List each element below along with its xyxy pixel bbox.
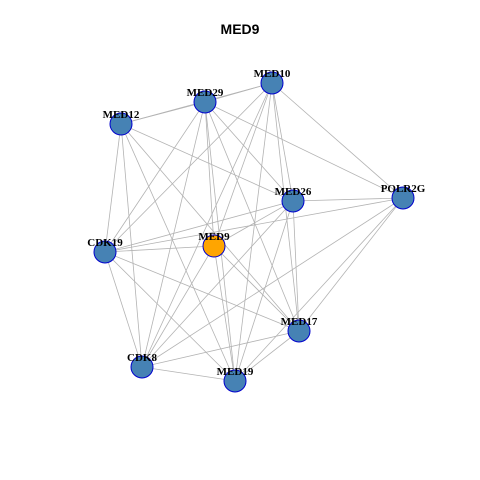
node-label-polr2g: POLR2G xyxy=(381,183,426,195)
edge-med9-med26 xyxy=(213,200,294,247)
node-label-med12: MED12 xyxy=(103,109,140,121)
node-label-med29: MED29 xyxy=(187,87,224,99)
node-med26[interactable] xyxy=(281,189,305,213)
node-med9[interactable] xyxy=(202,234,226,258)
node-med29[interactable] xyxy=(193,90,217,114)
edge-med10-polr2g xyxy=(271,82,404,199)
edge-med9-cdk8 xyxy=(141,245,215,368)
edge-cdk19-cdk8 xyxy=(104,251,143,368)
node-polr2g[interactable] xyxy=(391,186,415,210)
node-label-med9: MED9 xyxy=(198,231,230,243)
edge-med26-polr2g xyxy=(292,197,404,202)
edge-med9-med17 xyxy=(213,245,300,332)
edge-polr2g-cdk8 xyxy=(141,197,404,368)
edge-med12-cdk8 xyxy=(120,123,143,368)
edge-med26-cdk8 xyxy=(141,200,294,368)
edge-med10-med19 xyxy=(234,82,273,382)
node-label-med19: MED19 xyxy=(217,366,254,378)
node-med19[interactable] xyxy=(223,369,247,393)
node-label-med26: MED26 xyxy=(275,186,312,198)
edge-med12-med17 xyxy=(120,123,300,332)
edge-polr2g-med17 xyxy=(298,197,404,332)
edge-cdk19-med17 xyxy=(104,251,300,332)
edge-med29-cdk8 xyxy=(141,101,206,368)
edge-polr2g-med19 xyxy=(234,197,404,382)
edge-med10-cdk8 xyxy=(141,82,273,368)
edge-med29-cdk19 xyxy=(104,101,206,253)
edge-med10-med9 xyxy=(213,82,273,247)
graph-title: MED9 xyxy=(220,21,260,37)
edge-med29-med12 xyxy=(120,101,206,125)
edge-med12-cdk19 xyxy=(104,123,122,253)
node-cdk8[interactable] xyxy=(130,355,154,379)
node-label-cdk8: CDK8 xyxy=(127,352,157,364)
node-med10[interactable] xyxy=(260,71,284,95)
edge-med29-med9 xyxy=(204,101,215,247)
edge-med12-med26 xyxy=(120,123,294,202)
node-layer xyxy=(93,71,415,393)
edge-med26-med17 xyxy=(292,200,300,332)
edge-cdk19-med9 xyxy=(104,245,215,253)
node-label-med17: MED17 xyxy=(281,316,318,328)
edge-med26-med19 xyxy=(234,200,294,382)
edge-layer xyxy=(104,82,404,382)
edge-med10-med26 xyxy=(271,82,294,202)
edge-cdk8-med19 xyxy=(141,366,236,382)
node-label-med10: MED10 xyxy=(254,68,291,80)
edge-med29-polr2g xyxy=(204,101,404,199)
edge-cdk19-med19 xyxy=(104,251,236,382)
node-label-cdk19: CDK19 xyxy=(87,237,123,249)
edge-cdk19-polr2g xyxy=(104,197,404,253)
node-cdk19[interactable] xyxy=(93,240,117,264)
edge-med29-med17 xyxy=(204,101,300,332)
edge-med17-med19 xyxy=(234,330,300,382)
node-med12[interactable] xyxy=(109,112,133,136)
edge-cdk19-med26 xyxy=(104,200,294,253)
edge-med10-cdk19 xyxy=(104,82,273,253)
edge-med17-cdk8 xyxy=(141,330,300,368)
edge-med29-med26 xyxy=(204,101,294,202)
edge-med12-med19 xyxy=(120,123,236,382)
node-med17[interactable] xyxy=(287,319,311,343)
